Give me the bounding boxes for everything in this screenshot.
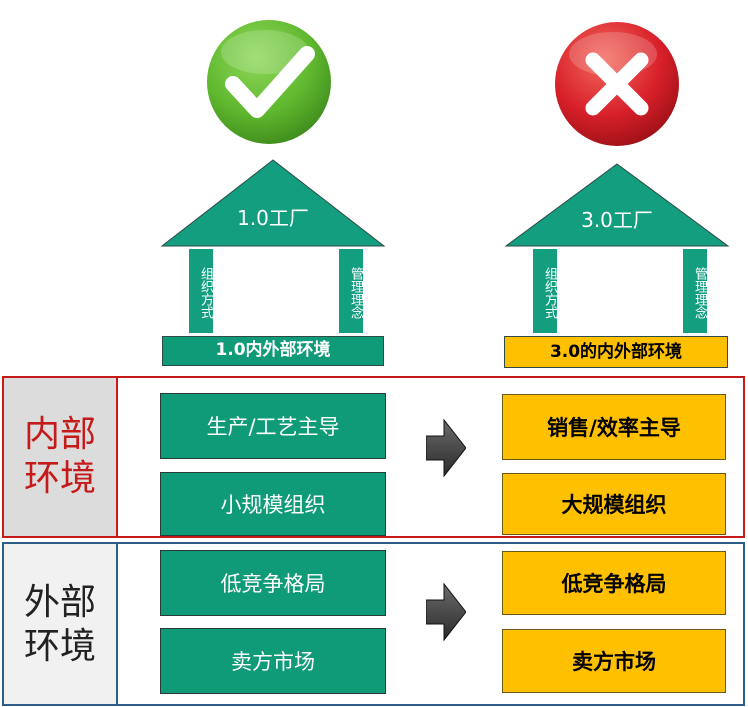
- right-roof: [504, 163, 730, 247]
- check-badge: [205, 18, 333, 146]
- external-section: [2, 542, 745, 706]
- internal-label-cell: 内部 环境: [4, 378, 118, 536]
- internal-section: [2, 376, 745, 538]
- external-label-line2: 环境: [23, 626, 96, 667]
- cross-badge: [553, 20, 681, 148]
- external-label-line1: 外部: [23, 582, 96, 623]
- internal-label-line2: 环境: [23, 458, 96, 499]
- left-house-pillar-organization: 组织方式: [188, 248, 214, 334]
- right-house: 3.0工厂 组织方式 管理理念 3.0的内外部环境: [504, 162, 730, 374]
- external-right-item-1: 低竞争格局: [502, 551, 726, 615]
- left-house-pillar-management: 管理理念: [338, 248, 364, 334]
- external-arrow: [426, 582, 466, 642]
- external-right-item-2: 卖方市场: [502, 629, 726, 693]
- right-house-pillar-organization: 组织方式: [532, 248, 558, 334]
- right-arrow-icon: [426, 418, 466, 478]
- left-roof-label: 1.0工厂: [237, 206, 309, 230]
- right-house-pillar-management: 管理理念: [682, 248, 708, 334]
- internal-right-item-1: 销售/效率主导: [502, 394, 726, 460]
- cross-mark-icon: [555, 22, 679, 146]
- right-house-base: 3.0的内外部环境: [504, 336, 728, 368]
- right-roof-label: 3.0工厂: [581, 208, 653, 232]
- left-house: 1.0工厂 组织方式 管理理念 1.0内外部环境: [160, 158, 386, 372]
- check-mark-icon: [207, 20, 331, 144]
- internal-left-item-2: 小规模组织: [160, 472, 386, 536]
- internal-arrow: [426, 418, 466, 478]
- external-left-item-1: 低竞争格局: [160, 550, 386, 616]
- internal-label-line1: 内部: [23, 414, 96, 455]
- left-roof: [160, 159, 386, 247]
- left-house-base: 1.0内外部环境: [162, 336, 384, 366]
- internal-left-item-1: 生产/工艺主导: [160, 393, 386, 459]
- external-left-item-2: 卖方市场: [160, 628, 386, 694]
- external-label-cell: 外部 环境: [4, 544, 118, 704]
- right-arrow-icon: [426, 582, 466, 642]
- internal-right-item-2: 大规模组织: [502, 473, 726, 535]
